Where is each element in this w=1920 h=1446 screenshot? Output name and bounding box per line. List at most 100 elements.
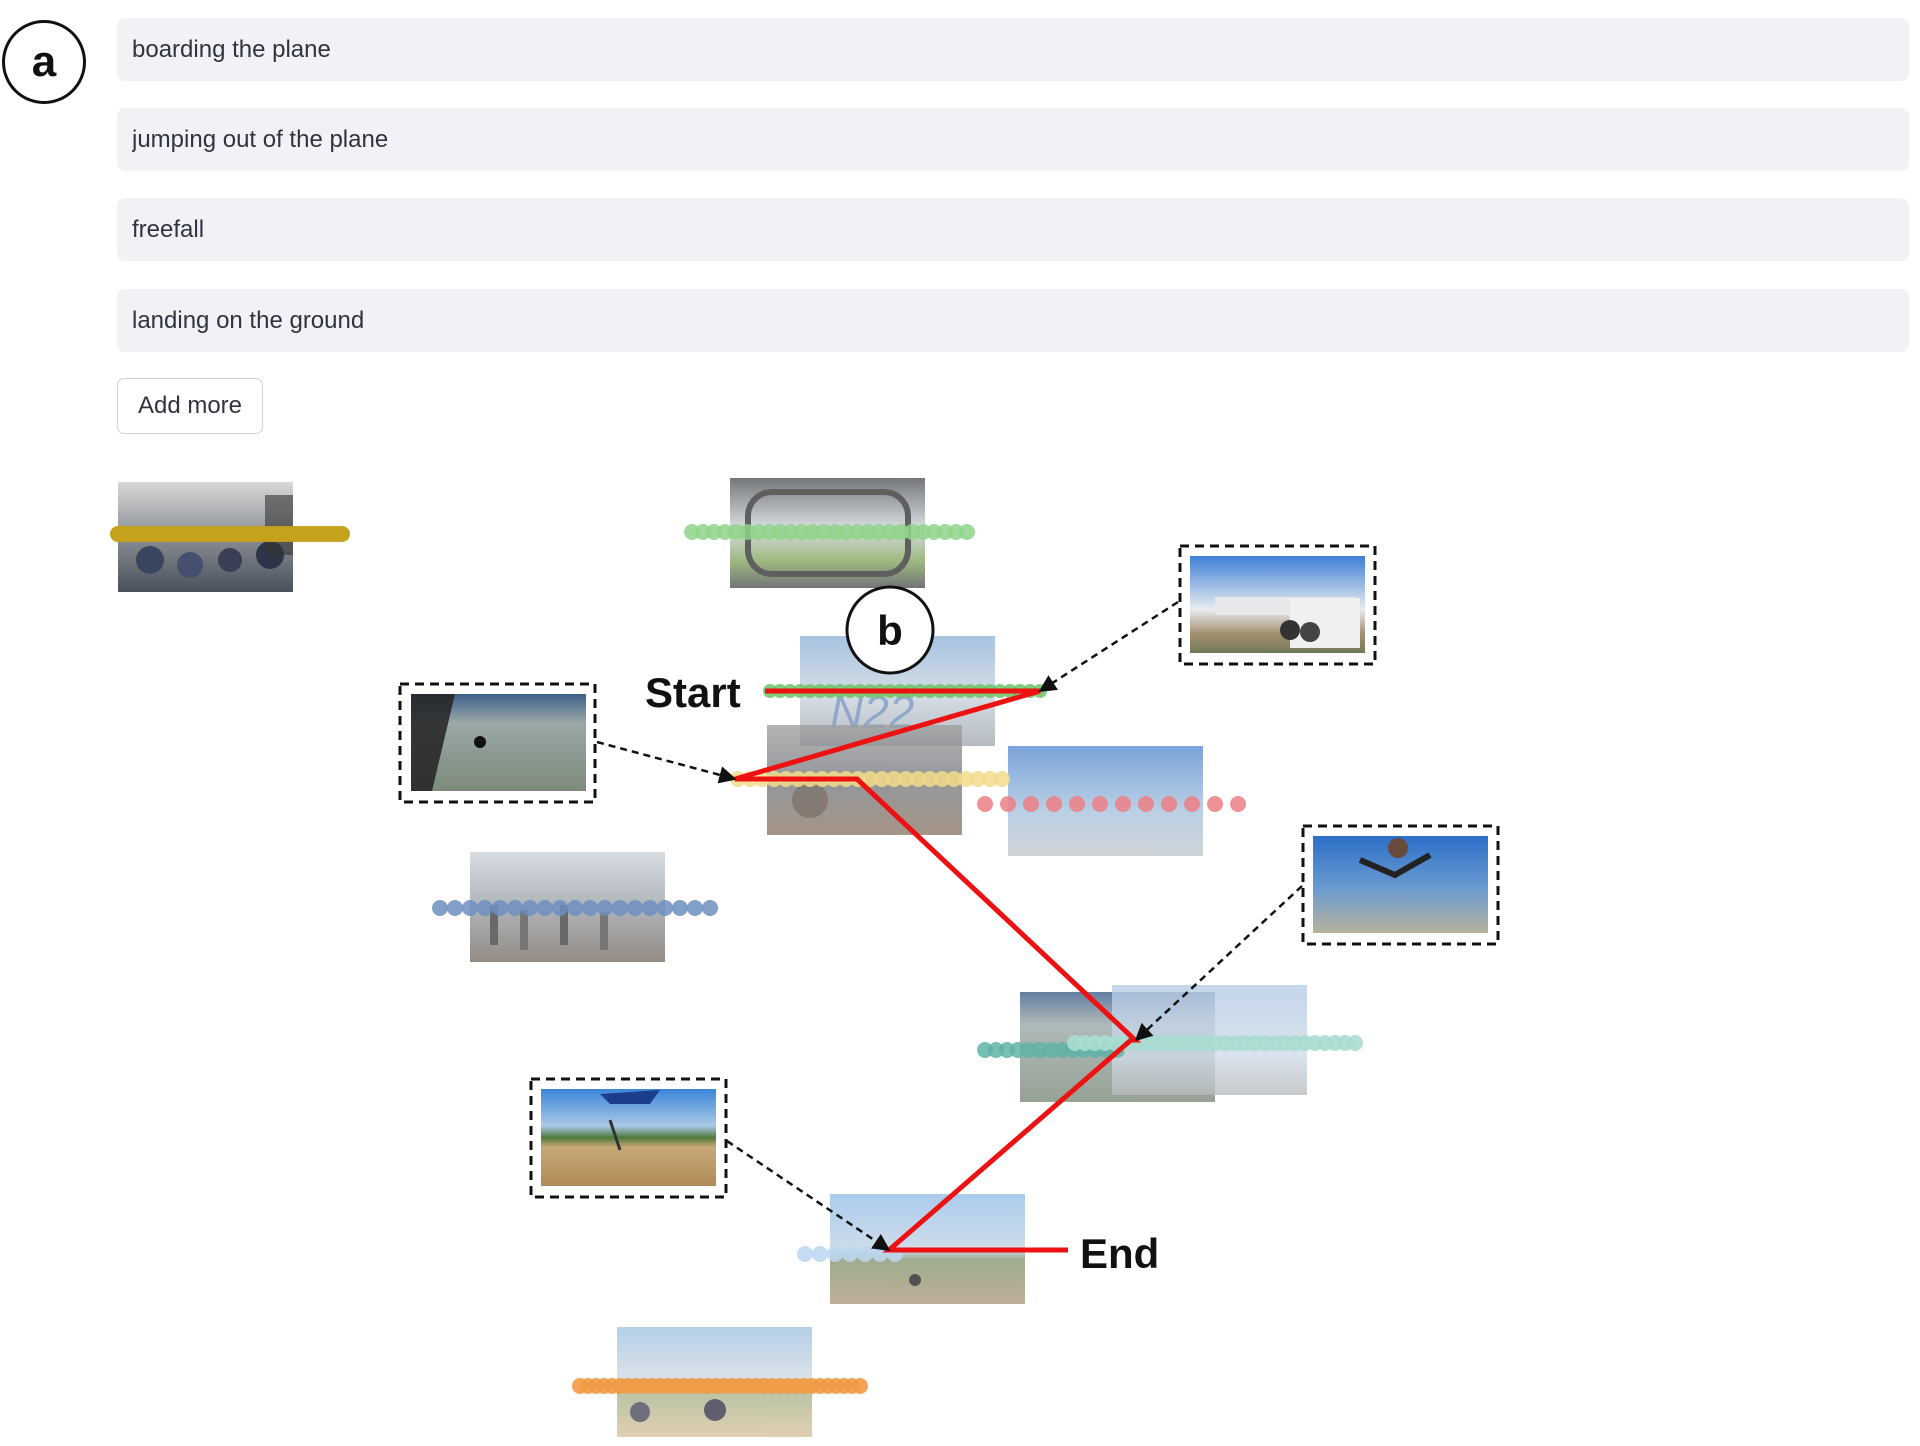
trail-dot-2 (772, 524, 788, 540)
trail-dot-2 (860, 524, 876, 540)
trail-dot-2 (893, 524, 909, 540)
trail-dot-2 (783, 524, 799, 540)
trail-dot-9 (797, 1246, 813, 1262)
trail-dot-4 (922, 771, 938, 787)
start-label: Start (645, 669, 741, 716)
query-input-2[interactable] (117, 108, 1909, 171)
trail-dot-5 (1092, 796, 1108, 812)
trail-dot-4 (994, 771, 1010, 787)
trail-dot-7 (1010, 1042, 1026, 1058)
trail-dot-2 (882, 524, 898, 540)
trail-dot-6 (522, 900, 538, 916)
cluster-trails (110, 524, 1363, 1394)
trail-dot-2 (739, 524, 755, 540)
panel-label-a: a (2, 20, 86, 104)
trail-dot-5 (977, 796, 993, 812)
trail-dot-5 (1046, 796, 1062, 812)
trail-dot-2 (695, 524, 711, 540)
trail-dot-4 (898, 771, 914, 787)
trail-dot-5 (1230, 796, 1246, 812)
trail-dot-10 (852, 1378, 868, 1394)
trail-dot-2 (937, 524, 953, 540)
trail-dot-2 (761, 524, 777, 540)
trail-dot-2 (871, 524, 887, 540)
trail-dot-2 (750, 524, 766, 540)
dashed-arrow-icon (726, 1139, 891, 1252)
trail-dot-2 (849, 524, 865, 540)
trail-dot-7 (1054, 1042, 1070, 1058)
trail-dot-6 (432, 900, 448, 916)
trail-dot-2 (904, 524, 920, 540)
query-input-4[interactable] (117, 289, 1909, 352)
trail-dot-5 (1161, 796, 1177, 812)
trail-dot-6 (447, 900, 463, 916)
trail-dot-7 (988, 1042, 1004, 1058)
panel-label-b: b (845, 585, 935, 675)
trail-dot-6 (672, 900, 688, 916)
trail-dot-5 (1115, 796, 1131, 812)
trail-dot-4 (982, 771, 998, 787)
trail-dot-4 (910, 771, 926, 787)
trail-dot-6 (507, 900, 523, 916)
trail-dot-2 (706, 524, 722, 540)
trail-dot-2 (948, 524, 964, 540)
trail-dot-2 (805, 524, 821, 540)
trail-dot-9 (812, 1246, 828, 1262)
end-label: End (1080, 1230, 1159, 1277)
callout-landing (529, 1077, 728, 1199)
trail-dot-7 (999, 1042, 1015, 1058)
trail-dot-9 (842, 1246, 858, 1262)
trail-dot-2 (684, 524, 700, 540)
trajectory-path (734, 688, 1142, 1253)
trail-dot-7 (977, 1042, 993, 1058)
query-input-3[interactable] (117, 198, 1909, 261)
callout-freefall (1301, 824, 1500, 946)
add-more-button[interactable]: Add more (117, 378, 263, 434)
trail-dot-6 (597, 900, 613, 916)
trail-dot-6 (642, 900, 658, 916)
trail-dot-9 (857, 1246, 873, 1262)
trail-dot-4 (934, 771, 950, 787)
dashed-arrow-icon (1038, 600, 1179, 693)
trail-dot-6 (612, 900, 628, 916)
trail-dot-6 (657, 900, 673, 916)
trail-dot-6 (702, 900, 718, 916)
trail-dot-2 (717, 524, 733, 540)
trail-dot-2 (794, 524, 810, 540)
trail-dot-5 (1138, 796, 1154, 812)
callout-jump (398, 682, 597, 804)
trail-dot-6 (552, 900, 568, 916)
trail-dot-4 (874, 771, 890, 787)
trail-dot-6 (462, 900, 478, 916)
trail-dot-6 (687, 900, 703, 916)
dashed-arrow-icon (1134, 885, 1303, 1042)
trail-dot-6 (567, 900, 583, 916)
trail-dot-2 (915, 524, 931, 540)
trail-dot-2 (959, 524, 975, 540)
trail-dot-5 (1023, 796, 1039, 812)
trail-dot-4 (946, 771, 962, 787)
trail-dot-2 (926, 524, 942, 540)
trail-dot-5 (1184, 796, 1200, 812)
trail-dot-5 (1069, 796, 1085, 812)
dashed-arrow-icon (596, 740, 737, 784)
trail-dot-6 (477, 900, 493, 916)
query-input-1[interactable] (117, 18, 1909, 81)
trail-dot-8 (1347, 1035, 1363, 1051)
trail-dot-9 (827, 1246, 843, 1262)
trail-dot-7 (1043, 1042, 1059, 1058)
trail-dot-6 (582, 900, 598, 916)
trail-dot-6 (492, 900, 508, 916)
trail-dot-4 (958, 771, 974, 787)
trail-dot-4 (970, 771, 986, 787)
trail-dot-2 (728, 524, 744, 540)
trail-dot-9 (872, 1246, 888, 1262)
trail-dot-2 (838, 524, 854, 540)
callout-boarding (1178, 544, 1377, 666)
trail-dot-6 (537, 900, 553, 916)
trail-dot-2 (816, 524, 832, 540)
trail-dot-7 (1021, 1042, 1037, 1058)
trail-dot-5 (1000, 796, 1016, 812)
trail-dot-1 (334, 526, 350, 542)
